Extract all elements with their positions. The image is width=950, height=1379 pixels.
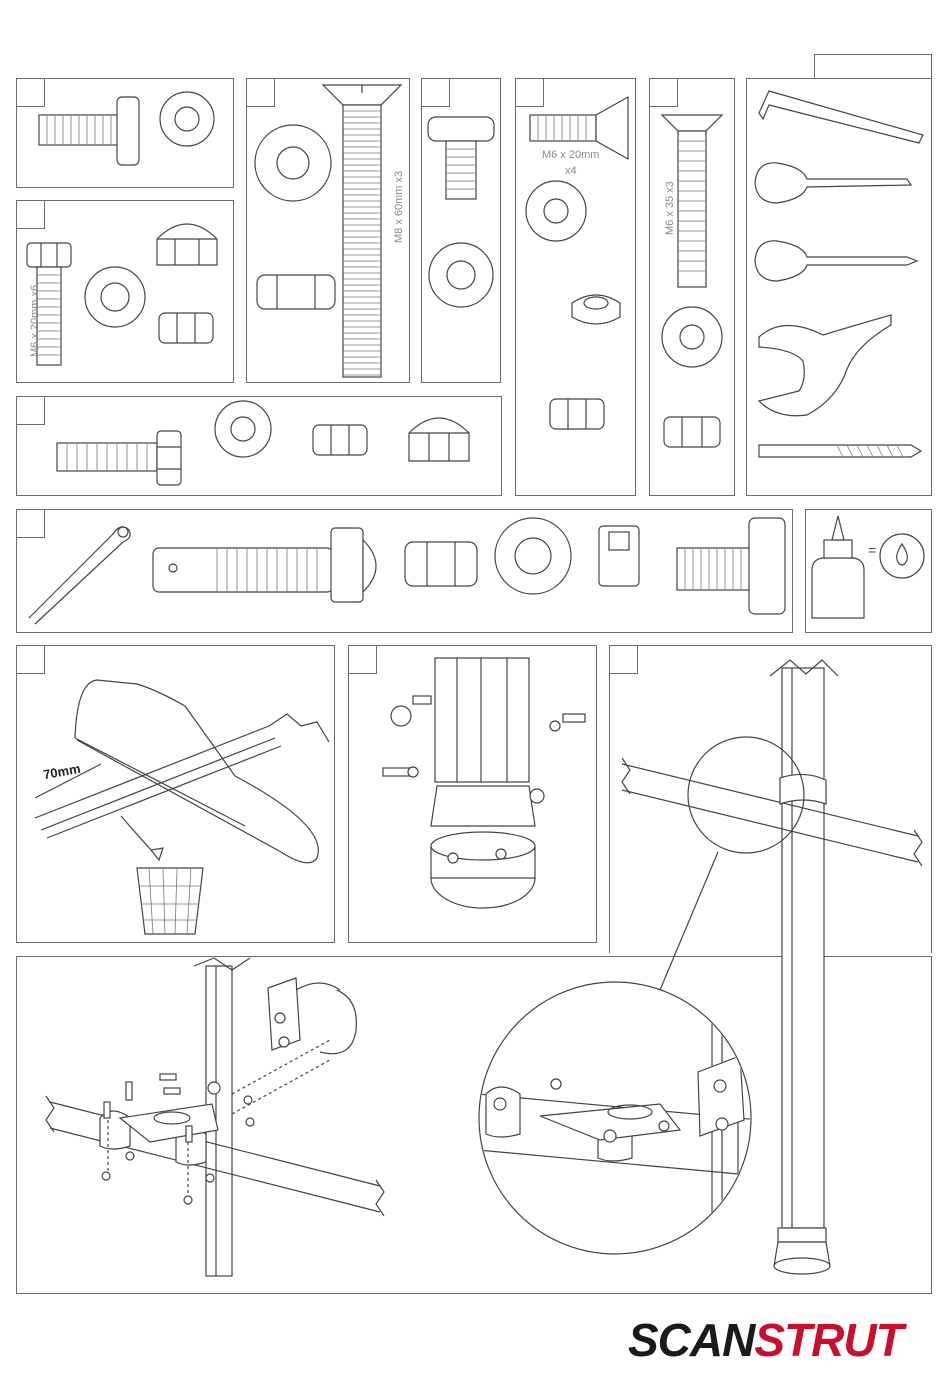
nut-icon [206,1174,214,1182]
screw-icon [104,1102,110,1118]
mast-clamp-band [320,986,356,1054]
nut-icon [184,1196,192,1204]
nut-icon [244,1096,252,1104]
washer-icon [208,1082,220,1094]
brand-logo-part1: SCAN [628,1314,754,1366]
brand-logo: SCANSTRUT [628,1313,903,1367]
screw-icon [160,1074,176,1080]
brand-logo-part2: STRUT [754,1314,902,1366]
screw-icon [164,1088,180,1094]
nut-icon [246,1118,254,1126]
screw-icon [126,1082,132,1100]
screw-icon [186,1126,192,1142]
mast-tube [782,668,824,1228]
nut-icon [102,1172,110,1180]
nut-icon [126,1152,134,1160]
